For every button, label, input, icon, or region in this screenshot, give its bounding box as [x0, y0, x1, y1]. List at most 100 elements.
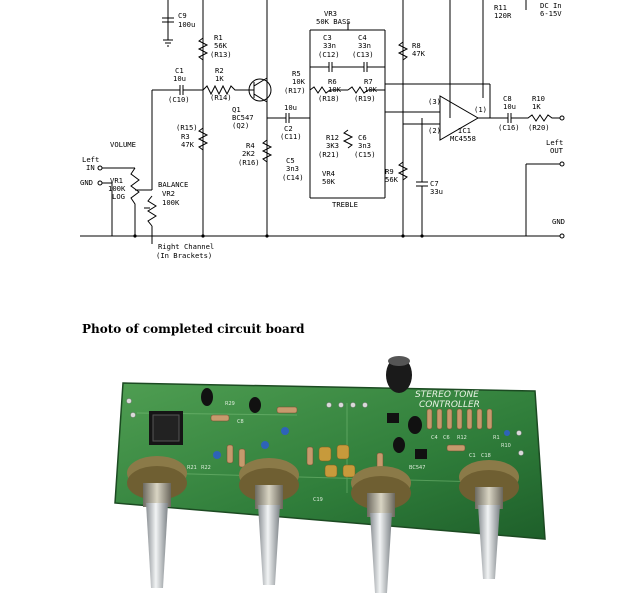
r5-bracket: (R17): [284, 86, 306, 95]
vr3-value: 50K BASS: [316, 17, 351, 26]
silk-label-8: BC547: [409, 465, 425, 471]
c8-bracket: (C16): [498, 123, 520, 132]
silk-label-12: R10: [501, 443, 511, 449]
r8-label: R8: [412, 41, 421, 50]
r5-label: R5: [292, 69, 301, 78]
silk-label-11: R1: [493, 435, 500, 441]
r10-value: 1K: [532, 102, 541, 111]
r1-value: 56K: [214, 41, 228, 50]
c5-value: 3n3: [286, 164, 299, 173]
r1-label: R1: [214, 33, 223, 42]
board-title-1: STEREO TONE: [415, 390, 479, 400]
left-in-label-2: IN: [86, 163, 95, 172]
right-channel-label-2: (In Brackets): [156, 251, 212, 260]
c7-value: 33u: [430, 187, 443, 196]
silk-label-4: C19: [313, 497, 323, 503]
vr1-label: VR1: [110, 176, 123, 185]
r8-value: 47K: [412, 49, 426, 58]
c2-label: C2: [284, 124, 293, 133]
left-in-label: Left: [82, 155, 99, 164]
silk-label-0: R29: [225, 401, 235, 407]
c3-value: 33n: [323, 41, 336, 50]
c3-bracket: (C12): [318, 50, 340, 59]
pin1-label: (1): [474, 105, 487, 114]
balance-label: BALANCE: [158, 180, 188, 189]
r9-label: R9: [385, 167, 394, 176]
c1-bracket: (C10): [168, 95, 190, 104]
right-channel-label: Right Channel: [158, 242, 214, 251]
q1-value: BC547: [232, 113, 254, 122]
volume-label: VOLUME: [110, 140, 136, 149]
r6-label: R6: [328, 77, 337, 86]
c2-bracket: (C11): [280, 132, 302, 141]
c6-value: 3n3: [358, 141, 371, 150]
pin3-label: (3): [428, 97, 441, 106]
silk-label-2: R22: [201, 465, 211, 471]
photo-caption: Photo of completed circuit board: [82, 322, 305, 336]
silk-label-5: C4: [431, 435, 438, 441]
c1-label: C1: [175, 66, 184, 75]
vr1-log-label: LOG: [112, 192, 125, 201]
ic1-value: MC4558: [450, 134, 476, 143]
silk-label-7: R12: [457, 435, 467, 441]
r3-label: R3: [181, 132, 190, 141]
c1-value: 10u: [173, 74, 186, 83]
silk-label-6: C6: [443, 435, 450, 441]
r2-bracket: (R14): [210, 93, 232, 102]
c9-value: 100u: [178, 20, 195, 29]
silk-label-9: C1: [469, 453, 476, 459]
r6-value: 10K: [328, 85, 342, 94]
r12-label: R12: [326, 133, 339, 142]
treble-label: TREBLE: [332, 200, 358, 209]
dc-in-value: 6-15V: [540, 9, 562, 18]
vr2-label: VR2: [162, 189, 175, 198]
potentiometer-3[interactable]: [351, 466, 411, 593]
c9-label: C9: [178, 11, 187, 20]
potentiometer-2[interactable]: [239, 458, 299, 585]
vr1-value: 100K: [108, 184, 126, 193]
c4-value: 33n: [358, 41, 371, 50]
r4-value: 2K2: [242, 149, 255, 158]
r10-label: R10: [532, 94, 545, 103]
c5-bracket: (C14): [282, 173, 304, 182]
ic1-label: IC1: [458, 126, 471, 135]
potentiometer-1[interactable]: [127, 456, 187, 588]
pin2-label: (2): [428, 126, 441, 135]
left-out-label-2: OUT: [550, 146, 564, 155]
c6-label: C6: [358, 133, 367, 142]
silk-label-10: C18: [481, 453, 491, 459]
electrolytic-capacitor: [386, 357, 412, 393]
c8-label: C8: [503, 94, 512, 103]
c6-bracket: (C15): [354, 150, 376, 159]
r7-value: 10K: [364, 85, 378, 94]
c3-label: C3: [323, 33, 332, 42]
c4-bracket: (C13): [352, 50, 374, 59]
circuit-board-photo: STEREO TONE CONTROLLER: [114, 356, 546, 593]
r7-label: R7: [364, 77, 373, 86]
r5-value: 10K: [292, 77, 306, 86]
r11-label: R11: [494, 3, 507, 12]
q1-label: Q1: [232, 105, 241, 114]
left-out-label: Left: [546, 138, 563, 147]
vr3-label: VR3: [324, 9, 337, 18]
r6-bracket: (R18): [318, 94, 340, 103]
r12-value: 3K3: [326, 141, 339, 150]
vr4-label: VR4: [322, 169, 335, 178]
r1-bracket: (R13): [210, 50, 232, 59]
silk-label-3: C8: [237, 419, 244, 425]
vr2-value: 100K: [162, 198, 180, 207]
potentiometer-4[interactable]: [459, 460, 519, 579]
gnd-left-label: GND: [80, 178, 93, 187]
c8-value: 10u: [503, 102, 516, 111]
circuit-schematic: C9 100u R1 56K (R13) C1 10u (C10) R2 1K …: [80, 0, 565, 260]
board-title-2: CONTROLLER: [419, 400, 480, 410]
r4-label: R4: [246, 141, 255, 150]
r9-value: 56K: [385, 175, 399, 184]
r15-label: (R15): [176, 123, 198, 132]
vr4-value: 50K: [322, 177, 336, 186]
r2-value: 1K: [215, 74, 224, 83]
c5-label: C5: [286, 156, 295, 165]
gnd-right-label: GND: [552, 217, 565, 226]
c7-label: C7: [430, 179, 439, 188]
r10-bracket: (R20): [528, 123, 550, 132]
